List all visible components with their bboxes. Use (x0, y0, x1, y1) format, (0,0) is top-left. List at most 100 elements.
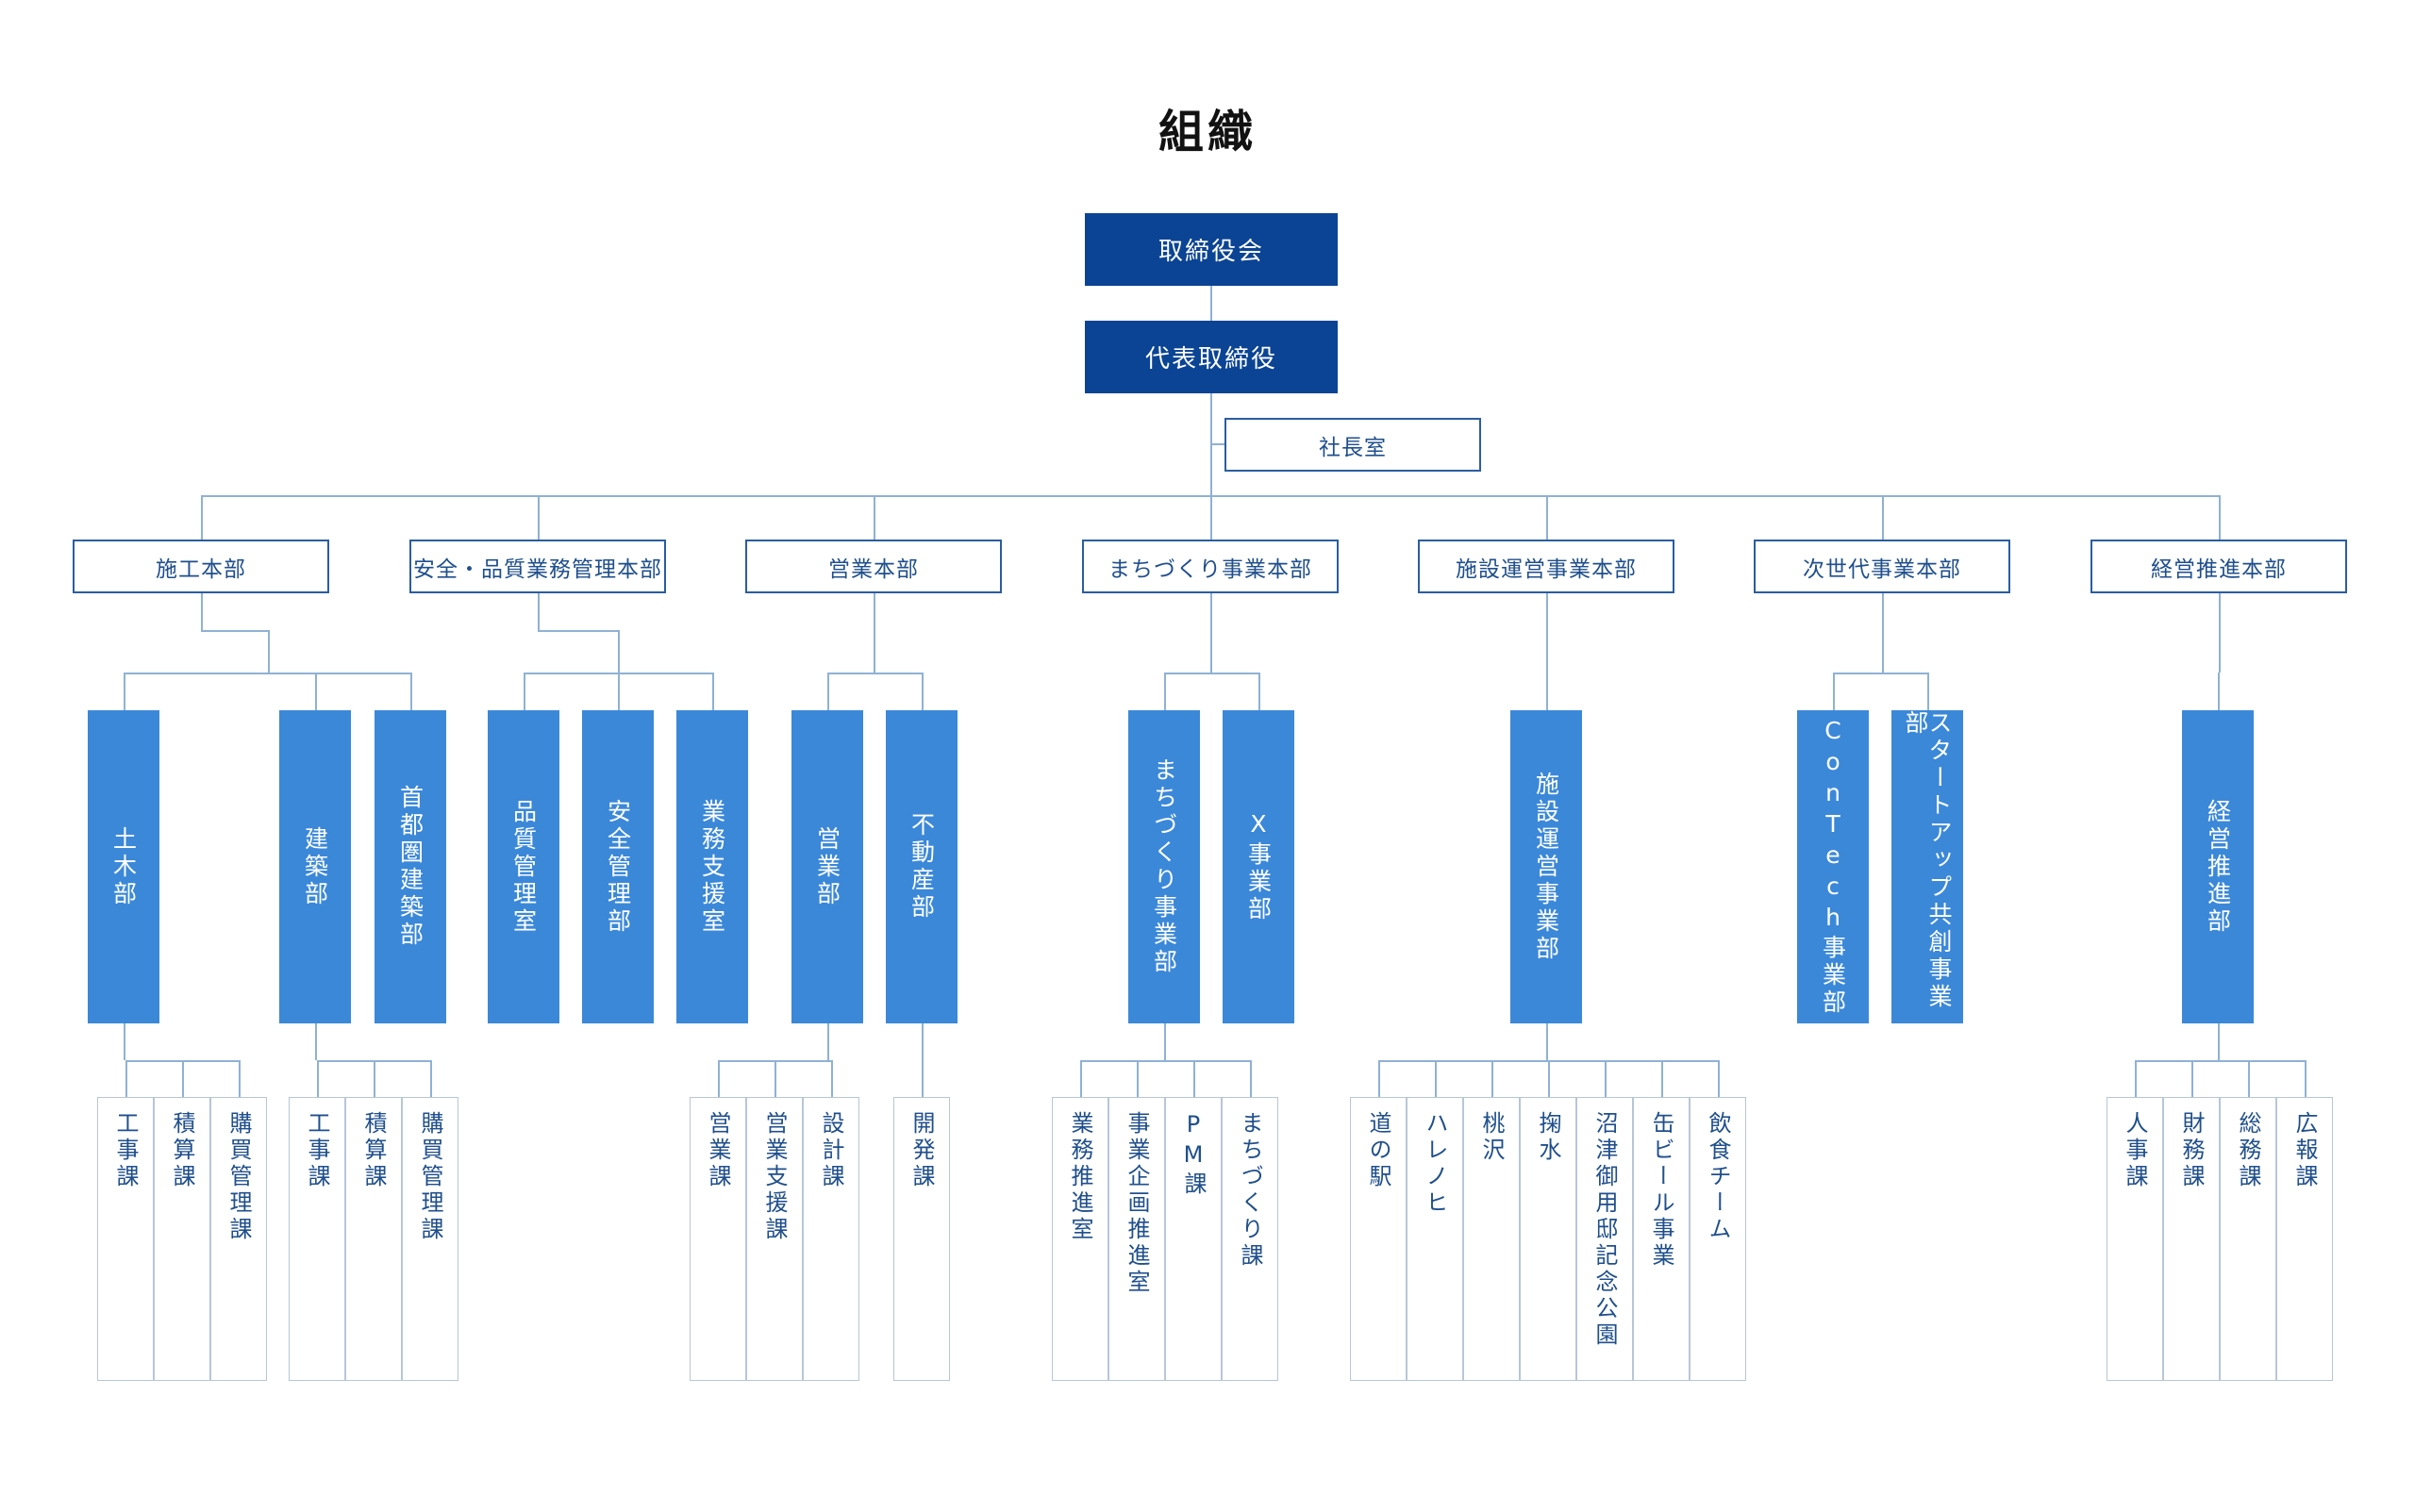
department-box[interactable]: ConTech事業部 (1797, 710, 1869, 1023)
connector-line (874, 593, 875, 673)
department-box[interactable]: 首都圏建築部 (375, 710, 446, 1023)
connector-line (524, 673, 525, 710)
department-box[interactable]: 品質管理室 (488, 710, 559, 1023)
division-box[interactable]: 経営推進本部 (2090, 540, 2347, 593)
connector-line (201, 630, 270, 632)
president-office-box[interactable]: 社長室 (1224, 418, 1481, 472)
section-box[interactable]: 積算課 (154, 1097, 210, 1381)
section-box[interactable]: 購買管理課 (210, 1097, 267, 1381)
board-box[interactable]: 取締役会 (1085, 213, 1338, 286)
connector-line (618, 630, 620, 673)
president-office-box-label: 社長室 (1319, 435, 1387, 460)
division-box[interactable]: 安全・品質業務管理本部 (409, 540, 666, 593)
department-box[interactable]: まちづくり事業部 (1128, 710, 1200, 1023)
connector-line (268, 630, 270, 673)
connector-line (1546, 1023, 1548, 1060)
connector-line (1546, 593, 1548, 673)
section-box[interactable]: PM課 (1165, 1097, 1222, 1381)
section-box[interactable]: 購買管理課 (402, 1097, 458, 1381)
section-box[interactable]: まちづくり課 (1222, 1097, 1278, 1381)
section-box-label: ハレノヒ (1422, 1111, 1448, 1217)
connector-line (1210, 286, 1212, 321)
ceo-box[interactable]: 代表取締役 (1085, 321, 1338, 393)
section-box-label: 広報課 (2291, 1111, 2318, 1190)
division-box-label: 施工本部 (156, 557, 246, 582)
section-box[interactable]: 営業支援課 (746, 1097, 803, 1381)
department-box[interactable]: 施設運営事業部 (1510, 710, 1582, 1023)
section-box[interactable]: 掬水 (1520, 1097, 1576, 1381)
department-box-label: スタートアップ共創事業部 (1902, 710, 1953, 1011)
section-box[interactable]: 道の駅 (1350, 1097, 1407, 1381)
section-box-label: 掬水 (1535, 1111, 1561, 1164)
connector-line (2135, 1060, 2307, 1062)
connector-line (2219, 593, 2221, 673)
connector-line (718, 1060, 720, 1097)
connector-line (922, 673, 924, 710)
department-box[interactable]: 経営推進部 (2182, 710, 2254, 1023)
connector-line (125, 1060, 127, 1097)
section-box[interactable]: 缶ビール事業 (1633, 1097, 1690, 1381)
department-box-label: 営業部 (813, 825, 841, 908)
connector-line (2218, 1023, 2220, 1060)
section-box[interactable]: 工事課 (97, 1097, 154, 1381)
connector-line (1661, 1060, 1663, 1097)
section-box[interactable]: 沼津御用邸記念公園 (1576, 1097, 1633, 1381)
department-box[interactable]: スタートアップ共創事業部 (1891, 710, 1963, 1023)
section-box[interactable]: 桃沢 (1463, 1097, 1520, 1381)
division-box-label: まちづくり事業本部 (1108, 557, 1312, 582)
section-box[interactable]: 開発課 (893, 1097, 950, 1381)
section-box-label: 設計課 (818, 1111, 844, 1190)
section-box-label: 人事課 (2122, 1111, 2148, 1190)
section-box[interactable]: 設計課 (803, 1097, 859, 1381)
division-box-label: 安全・品質業務管理本部 (413, 557, 662, 582)
division-box-label: 次世代事業本部 (1803, 557, 1961, 582)
section-box[interactable]: 業務推進室 (1052, 1097, 1108, 1381)
division-box[interactable]: 施工本部 (73, 540, 329, 593)
department-box-label: まちづくり事業部 (1150, 757, 1178, 976)
section-box[interactable]: 広報課 (2276, 1097, 2333, 1381)
connector-line (239, 1060, 241, 1097)
division-box-label: 経営推進本部 (2151, 557, 2287, 582)
connector-line (1548, 1060, 1550, 1097)
division-box[interactable]: 次世代事業本部 (1754, 540, 2010, 593)
section-box[interactable]: 事業企画推進室 (1108, 1097, 1165, 1381)
division-box[interactable]: まちづくり事業本部 (1082, 540, 1339, 593)
department-box-label: 首都圏建築部 (396, 785, 425, 949)
department-box-label: 土木部 (109, 825, 138, 908)
department-box[interactable]: 土木部 (88, 710, 159, 1023)
section-box[interactable]: 工事課 (289, 1097, 345, 1381)
connector-line (1833, 673, 1835, 710)
section-box[interactable]: 人事課 (2107, 1097, 2163, 1381)
connector-line (2135, 1060, 2137, 1097)
section-box-label: 購買管理課 (225, 1111, 252, 1243)
section-box-label: 積算課 (360, 1111, 387, 1190)
department-box[interactable]: 営業部 (791, 710, 863, 1023)
department-box-label: ConTech事業部 (1819, 717, 1847, 1017)
connector-line (1080, 1060, 1252, 1062)
connector-line (1882, 495, 1884, 540)
connector-line (922, 1060, 924, 1097)
section-box[interactable]: 積算課 (345, 1097, 402, 1381)
connector-line (1210, 443, 1226, 445)
department-box[interactable]: 安全管理部 (582, 710, 654, 1023)
department-box-label: X事業部 (1244, 810, 1273, 923)
connector-line (1378, 1060, 1380, 1097)
division-box[interactable]: 営業本部 (745, 540, 1002, 593)
department-box[interactable]: 建築部 (279, 710, 351, 1023)
section-box[interactable]: 財務課 (2163, 1097, 2220, 1381)
connector-line (430, 1060, 432, 1097)
section-box[interactable]: 飲食チーム (1690, 1097, 1746, 1381)
department-box[interactable]: X事業部 (1223, 710, 1294, 1023)
connector-line (538, 593, 540, 630)
department-box[interactable]: 業務支援室 (676, 710, 748, 1023)
section-box[interactable]: ハレノヒ (1407, 1097, 1463, 1381)
connector-line (874, 495, 875, 540)
department-box-label: 経営推進部 (2204, 798, 2232, 936)
section-box-label: 事業企画推進室 (1124, 1111, 1150, 1296)
section-box[interactable]: 総務課 (2220, 1097, 2276, 1381)
section-box[interactable]: 営業課 (690, 1097, 746, 1381)
department-box[interactable]: 不動産部 (886, 710, 958, 1023)
division-box[interactable]: 施設運営事業本部 (1418, 540, 1674, 593)
connector-line (1164, 1023, 1166, 1060)
